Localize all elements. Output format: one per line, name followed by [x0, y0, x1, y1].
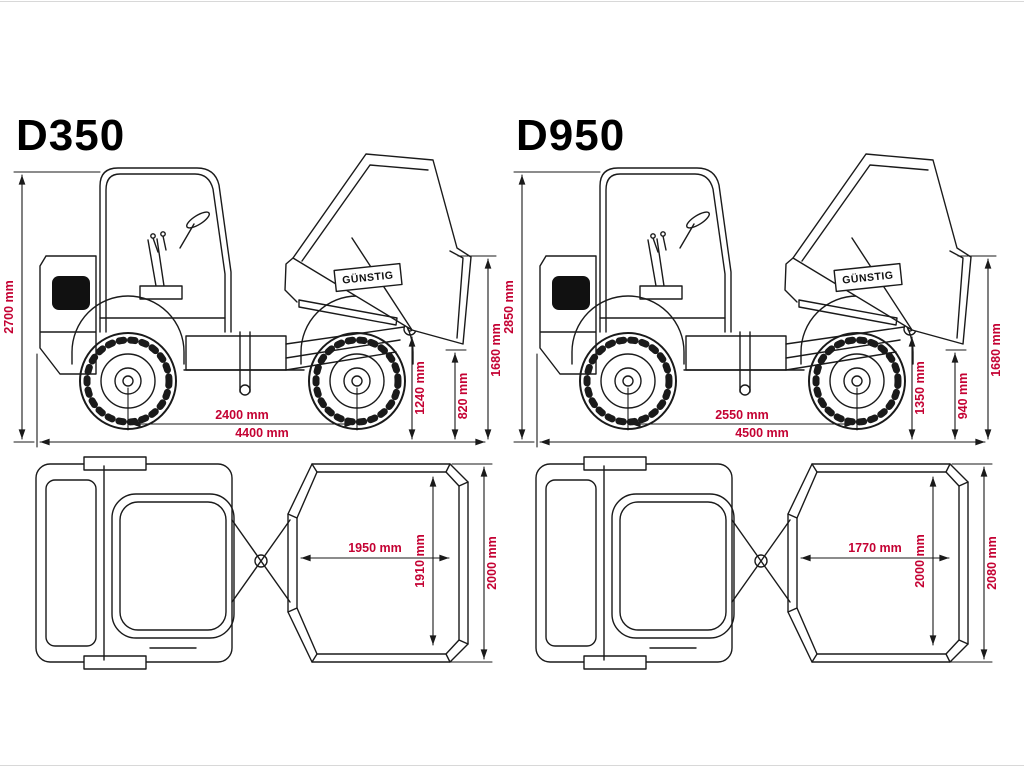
dim-overall-length: 4400 mm: [235, 426, 289, 440]
d950-labels: D950 GÜNSTIG 2850 mm 1350 mm 940 mm 1680…: [502, 111, 1003, 590]
model-name-d350: D350: [16, 111, 125, 160]
dim-overall-length: 4500 mm: [735, 426, 789, 440]
dim-tip-pivot-height: 1350 mm: [913, 361, 927, 415]
brand-label: GÜNSTIG: [342, 268, 394, 286]
dim-skip-inner-length: 1910 mm: [413, 534, 427, 588]
dim-wheelbase: 2400 mm: [215, 408, 269, 422]
dim-skip-height: 1680 mm: [489, 323, 503, 377]
dim-skip-inner-length: 2000 mm: [913, 534, 927, 588]
brand-label: GÜNSTIG: [842, 268, 894, 286]
dim-overall-width: 2000 mm: [485, 536, 499, 590]
dim-tip-pivot-height: 1240 mm: [413, 361, 427, 415]
d350-labels: D350 GÜNSTIG 2700 mm 1240 mm 820 mm 1680…: [2, 111, 503, 590]
dim-skip-inner-width: 1950 mm: [348, 541, 402, 555]
dim-overall-height: 2700 mm: [2, 280, 16, 334]
dim-overall-width: 2080 mm: [985, 536, 999, 590]
dim-frame-height: 940 mm: [956, 373, 970, 420]
dim-wheelbase: 2550 mm: [715, 408, 769, 422]
model-name-d950: D950: [516, 111, 625, 160]
dim-skip-height: 1680 mm: [989, 323, 1003, 377]
dim-overall-height: 2850 mm: [502, 280, 516, 334]
dim-frame-height: 820 mm: [456, 373, 470, 420]
dim-skip-inner-width: 1770 mm: [848, 541, 902, 555]
